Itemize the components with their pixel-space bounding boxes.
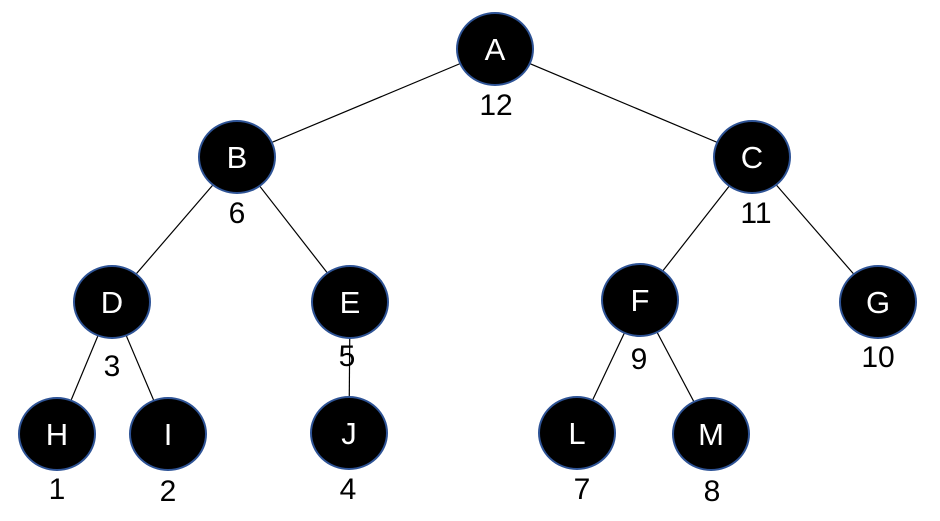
node-letter-i: I xyxy=(163,416,173,452)
tree-node-d[interactable]: D xyxy=(73,265,151,339)
node-value-e: 5 xyxy=(338,340,356,373)
node-letter-h: H xyxy=(45,416,69,452)
tree-node-c[interactable]: C xyxy=(713,120,791,194)
node-letter-e: E xyxy=(339,284,361,320)
node-value-j: 4 xyxy=(339,473,357,506)
tree-node-l[interactable]: L xyxy=(538,396,616,470)
node-value-h: 1 xyxy=(48,473,66,506)
tree-node-h[interactable]: H xyxy=(18,397,96,471)
tree-node-m[interactable]: M xyxy=(672,397,750,471)
node-letter-f: F xyxy=(630,282,650,318)
node-letter-j: J xyxy=(341,415,357,451)
tree-node-e[interactable]: E xyxy=(311,265,389,339)
node-value-m: 8 xyxy=(703,475,721,508)
node-value-f: 9 xyxy=(630,343,648,376)
node-value-g: 10 xyxy=(861,341,895,374)
tree-node-i[interactable]: I xyxy=(129,397,207,471)
tree-node-j[interactable]: J xyxy=(310,396,388,470)
node-value-l: 7 xyxy=(573,473,591,506)
edge-a-c xyxy=(494,48,753,158)
node-value-c: 11 xyxy=(740,197,772,230)
node-value-b: 6 xyxy=(228,197,246,230)
node-letter-m: M xyxy=(698,416,724,452)
tree-node-a[interactable]: A xyxy=(456,12,534,86)
node-value-i: 2 xyxy=(159,475,177,508)
node-letter-a: A xyxy=(484,31,506,67)
node-letter-c: C xyxy=(740,139,764,175)
edge-a-b xyxy=(236,48,496,158)
node-value-d: 3 xyxy=(103,350,121,383)
tree-node-f[interactable]: F xyxy=(601,263,679,337)
node-letter-b: B xyxy=(226,139,248,175)
node-value-a: 12 xyxy=(479,89,513,122)
node-letter-d: D xyxy=(100,284,124,320)
tree-node-g[interactable]: G xyxy=(839,265,917,339)
node-letter-g: G xyxy=(865,284,891,320)
tree-node-b[interactable]: B xyxy=(198,120,276,194)
node-letter-l: L xyxy=(568,415,586,451)
